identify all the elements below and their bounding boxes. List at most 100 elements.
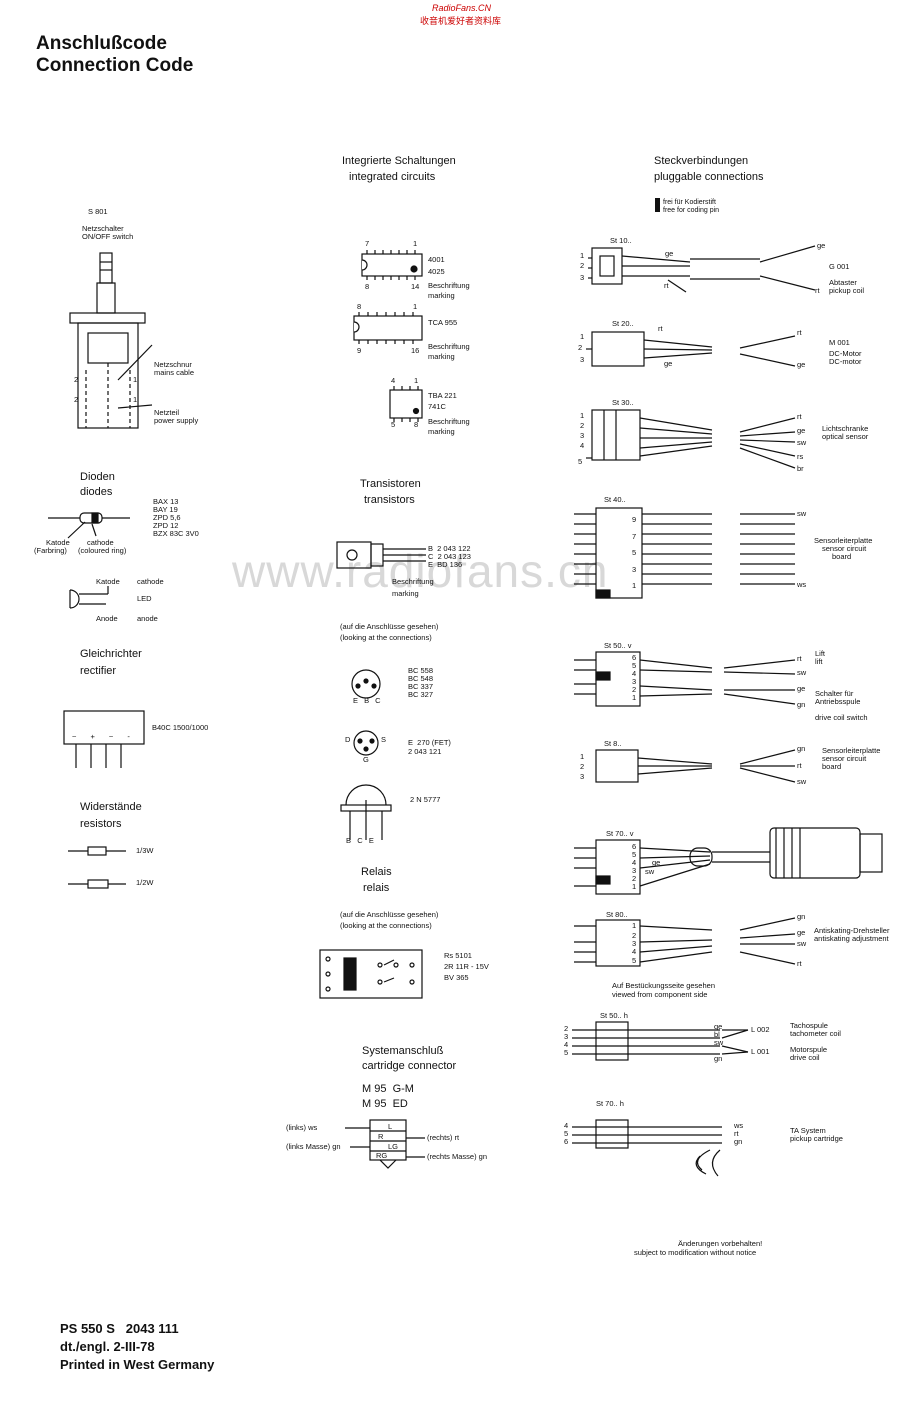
st50v-pin-3: 3: [632, 677, 637, 686]
component-side-en: viewed from component side: [612, 990, 708, 999]
st70h-wire-gn: gn: [734, 1137, 743, 1146]
st10-de: Abtaster: [829, 278, 857, 287]
footer-printed: Printed in West Germany: [60, 1357, 215, 1372]
st50h-wire-gn: gn: [714, 1054, 723, 1063]
st10-pin-1: 1: [580, 251, 585, 260]
ic3-pin-5: 5: [391, 420, 396, 429]
st50v-pin-6: 6: [632, 653, 637, 662]
cartridge-drawing: [345, 1119, 425, 1169]
ic1-type-a: 4001: [428, 255, 445, 264]
switch-label-de: Netzschalter: [82, 224, 124, 233]
st50v-wire-ge: ge: [797, 684, 806, 693]
fet-drawing: [353, 730, 379, 756]
ic2-pin-8: 8: [357, 302, 362, 311]
psu-en: power supply: [154, 416, 199, 425]
cartridge-pin-lg: LG: [388, 1142, 399, 1151]
st20-en: DC-motor: [829, 357, 862, 366]
fet-pin-g: G: [363, 755, 369, 764]
switch-drawing: [69, 252, 153, 429]
cartridge-left-gn: (links Masse) gn: [286, 1142, 341, 1151]
relay-title-de: Relais: [361, 866, 392, 878]
page-title-en: Connection Code: [36, 55, 194, 76]
cartridge-pin-rg: RG: [376, 1151, 388, 1160]
st70v-wire-sw: sw: [645, 867, 655, 876]
ic3-pin-4: 4: [391, 376, 396, 385]
ic2-marking-de: Beschriftung: [428, 342, 470, 351]
st80-pin-2: 2: [632, 931, 637, 940]
st80-pin-3: 3: [632, 939, 637, 948]
transistors-title-en: transistors: [364, 494, 415, 506]
st50v-name: St 50.. v: [604, 641, 632, 650]
relay-drawing: [319, 949, 423, 999]
switch-pin2-b: 2: [74, 395, 79, 404]
cartridge-model-1: M 95 G-M: [362, 1083, 414, 1095]
st50h-wire-bl: bl: [714, 1030, 720, 1039]
st20-wire-ge-end: ge: [797, 360, 806, 369]
site-watermark-cn: 收音机爱好者资料库: [420, 16, 502, 26]
led-drawing: [69, 586, 109, 609]
st40-de: Sensorleiterplatte: [814, 536, 873, 545]
resistor-2-rating: 1/2W: [136, 878, 154, 887]
st50h-wire-ge: ge: [714, 1022, 723, 1031]
fet-pin-d: D: [345, 735, 351, 744]
st70v-pin-4: 4: [632, 858, 637, 867]
st70h-name: St 70.. h: [596, 1099, 624, 1108]
st8-de: Sensorleiterplatte: [822, 746, 881, 755]
st30-wire-sw: sw: [797, 438, 807, 447]
rectifier-pins: ~ + ~ -: [72, 732, 136, 741]
cartridge-right-gn: (rechts Masse) gn: [427, 1152, 488, 1161]
resistor-drawing: [68, 846, 126, 889]
diode-type-5: BZX 83C 3V0: [153, 529, 199, 538]
mains-cable-en: mains cable: [154, 368, 195, 377]
st50h-l002: L 002: [751, 1025, 770, 1034]
switch-pin1-b: 1: [133, 395, 138, 404]
st50h-tacho-de: Tachospule: [790, 1021, 828, 1030]
led-katode: Katode: [96, 577, 120, 586]
st50v-lift-de: Lift: [815, 649, 826, 658]
st40-en1: sensor circuit: [822, 544, 867, 553]
st50v-wire-rt: rt: [797, 654, 802, 663]
footer-date: dt./engl. 2-III-78: [60, 1339, 155, 1354]
st40-name: St 40..: [604, 495, 626, 504]
st70v-pin-1: 1: [632, 882, 637, 891]
st10-pin-3: 3: [580, 273, 585, 282]
ic3-drawing: [389, 386, 423, 422]
st8-pin-2: 2: [580, 762, 585, 771]
ic3-marking-en: marking: [428, 427, 455, 436]
st80-de: Antiskating-Drehsteller: [814, 926, 890, 935]
ic1-marking-en: marking: [428, 291, 455, 300]
st30-en: optical sensor: [822, 432, 869, 441]
st40-wire-sw: sw: [797, 509, 807, 518]
ic2-marking-en: marking: [428, 352, 455, 361]
st30-drawing: [586, 409, 796, 469]
st8-en1: sensor circuit: [822, 754, 867, 763]
st80-name: St 80..: [606, 910, 628, 919]
ic3-pin-1: 1: [414, 376, 419, 385]
transistor-look-de: (auf die Anschlüsse gesehen): [340, 622, 439, 631]
rectifier-drawing: [63, 710, 145, 768]
cartridge-model-2: M 95 ED: [362, 1098, 408, 1110]
cartridge-pin-r: R: [378, 1132, 384, 1141]
st70h-wire-rt: rt: [734, 1129, 739, 1138]
st8-pin-1: 1: [580, 752, 585, 761]
bd-pin-e: E BD 136: [428, 560, 463, 569]
resistors-title-en: resistors: [80, 818, 122, 830]
diodes-title-de: Dioden: [80, 471, 115, 483]
relay-title-en: relais: [363, 882, 390, 894]
switch-ref: S 801: [88, 207, 108, 216]
diode-type-3: ZPD 5,6: [153, 513, 181, 522]
st70h-pin-4: 4: [564, 1121, 569, 1130]
diode-type-4: ZPD 12: [153, 521, 179, 530]
st30-pin-1: 1: [580, 411, 585, 420]
diode-type-1: BAX 13: [153, 497, 179, 506]
bd-marking-de: Beschriftung: [392, 577, 434, 586]
st40-pin-5: 5: [632, 548, 637, 557]
relay-spec-1: Rs 5101: [444, 951, 472, 960]
st80-wire-sw: sw: [797, 939, 807, 948]
st10-drawing: [588, 245, 816, 293]
ic-title-en: integrated circuits: [349, 171, 436, 183]
st10-name: St 10..: [610, 236, 632, 245]
st20-drawing: [586, 331, 796, 367]
st50v-wire-gn: gn: [797, 700, 806, 709]
st50v-pin-2: 2: [632, 685, 637, 694]
